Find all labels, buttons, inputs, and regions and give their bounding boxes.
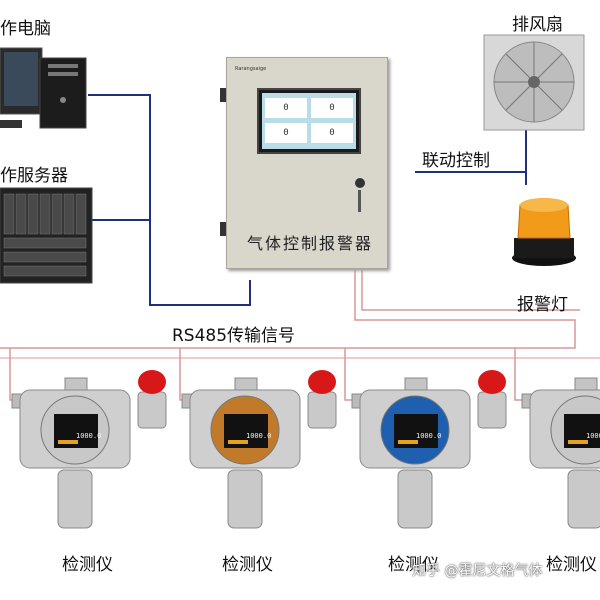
- detector-bar: [58, 440, 78, 444]
- detector-sensor: [567, 469, 600, 529]
- detector-sensor: [227, 469, 263, 529]
- screen-value-3: 0: [265, 123, 307, 143]
- linkage-label: 联动控制: [422, 151, 490, 171]
- detector-sensor: [57, 469, 93, 529]
- screen-value-2: 0: [311, 98, 353, 118]
- detector-label-1: 检测仪: [62, 555, 113, 575]
- computer-label: 作电脑: [0, 19, 51, 39]
- server-label: 作服务器: [0, 166, 68, 186]
- controller-screen[interactable]: 0 0 0 0: [257, 88, 361, 154]
- alarm-light-label: 报警灯: [517, 295, 568, 315]
- detector-reading: 1000.0: [76, 432, 101, 440]
- detector-reading: 1000.0: [246, 432, 271, 440]
- gas-controller-cabinet: Rarangsaige 0 0 0 0 气体控制报警器: [226, 57, 388, 269]
- detector-label-3: 检测仪: [388, 555, 439, 575]
- screen-value-4: 0: [311, 123, 353, 143]
- watermark: 知乎 @霍尼文格气体: [412, 563, 543, 579]
- controller-brand: Rarangsaige: [235, 66, 267, 72]
- cabinet-hinge-bottom: [220, 222, 226, 236]
- detector-label-4: 检测仪: [546, 555, 597, 575]
- detector-bar: [568, 440, 588, 444]
- screen-value-1: 0: [265, 98, 307, 118]
- detector-reading: 1000.0: [416, 432, 441, 440]
- cabinet-hinge-top: [220, 88, 226, 102]
- signal-label: RS485传输信号: [172, 326, 296, 346]
- control-line-computer: [88, 94, 251, 306]
- controller-title: 气体控制报警器: [247, 234, 374, 253]
- key-switch-icon[interactable]: [355, 178, 365, 188]
- signal-line-main: [0, 270, 576, 349]
- key-icon: [358, 190, 361, 212]
- detector-bar: [228, 440, 248, 444]
- detector-label-2: 检测仪: [222, 555, 273, 575]
- beacon-light: [308, 370, 336, 394]
- detector-sensor: [397, 469, 433, 529]
- beacon-light: [138, 370, 166, 394]
- fan-label: 排风扇: [512, 15, 563, 35]
- detector-reading: 1000.0: [586, 432, 600, 440]
- detector-bar: [398, 440, 418, 444]
- beacon-light: [478, 370, 506, 394]
- signal-line-inner: [361, 270, 580, 311]
